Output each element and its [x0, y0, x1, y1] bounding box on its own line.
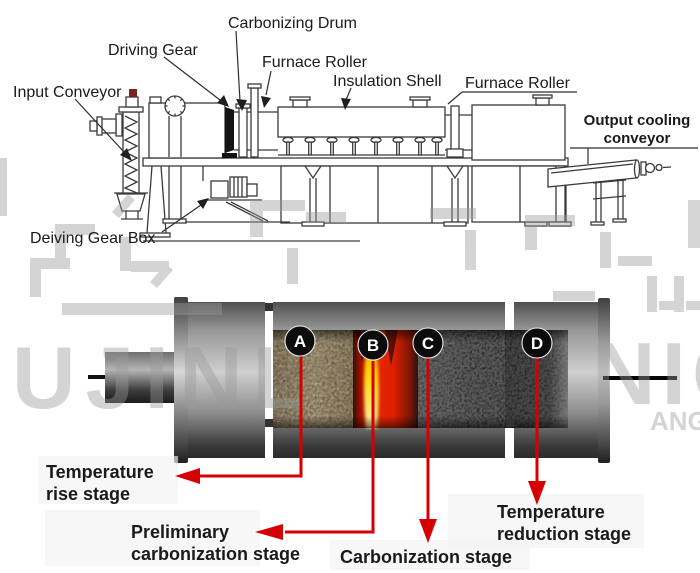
watermark: UJINL NIC ANG	[0, 158, 700, 436]
arrow-stage-a	[175, 468, 200, 484]
stage-badge-b-letter: B	[367, 336, 379, 355]
label-insulation-shell: Insulation Shell	[333, 73, 442, 90]
drum-inlet-cylinder	[105, 352, 179, 403]
arrow-stage-b	[255, 524, 283, 540]
label-temperature-reduction-line1: Temperature	[497, 502, 605, 522]
stage-badge-a-letter: A	[294, 332, 306, 351]
feed-chamber	[148, 95, 226, 159]
burner-bolts	[282, 136, 443, 156]
label-driving-gear: Driving Gear	[108, 42, 198, 59]
drum-section-1	[188, 302, 265, 458]
label-preliminary-line2: carbonization stage	[131, 544, 300, 564]
label-input-conveyor: Input Conveyor	[13, 84, 122, 101]
drum-flange-left	[174, 297, 188, 463]
stage-badge-c: C	[412, 327, 444, 359]
drive-gear-box-assembly	[185, 166, 290, 223]
discharge-chamber	[471, 94, 566, 161]
label-furnace-roller-top: Furnace Roller	[262, 54, 368, 71]
stage-badge-c-letter: C	[422, 334, 434, 353]
label-preliminary-line1: Preliminary	[131, 522, 229, 542]
drum-axis-right	[603, 376, 677, 380]
machine-line-drawing	[89, 83, 672, 242]
watermark-letters-left: UJINL	[12, 328, 316, 427]
watermark-letters-right-small: ANG	[650, 406, 700, 436]
label-furnace-roller-right: Furnace Roller	[465, 75, 571, 92]
drum-flange-right	[598, 298, 610, 463]
label-temperature-rise-line2: rise stage	[46, 484, 130, 504]
stage-badge-b: B	[357, 329, 389, 361]
input-screw-conveyor	[89, 89, 148, 220]
watermark-letters-right: NIC	[592, 324, 700, 423]
stage-annotations: A B C D Temperature rise stage Prelimina…	[38, 325, 644, 570]
driving-gear-band	[222, 83, 278, 158]
arrow-stage-d	[528, 481, 546, 505]
label-temperature-rise-line1: Temperature	[46, 462, 154, 482]
stage-badge-d-letter: D	[531, 334, 543, 353]
label-driving-gear-box: Deiving Gear Box	[30, 230, 155, 247]
insulation-shell-body	[277, 96, 472, 158]
machine-callouts: Input Conveyor Driving Gear Carbonizing …	[13, 15, 698, 247]
drum-axis-left	[88, 375, 108, 379]
label-carbonization: Carbonization stage	[340, 547, 512, 567]
label-carbonizing-drum: Carbonizing Drum	[228, 15, 357, 32]
stage-badge-a: A	[284, 325, 316, 357]
label-output-cooling-line1: Output cooling	[584, 112, 691, 129]
output-cooling-conveyor-drawing	[547, 159, 672, 226]
arrow-stage-c	[419, 519, 437, 543]
stage-badge-d: D	[521, 327, 553, 359]
conveyor-motor	[129, 89, 137, 97]
label-temperature-reduction-line2: reduction stage	[497, 524, 631, 544]
label-output-cooling-line2: conveyor	[604, 130, 671, 147]
